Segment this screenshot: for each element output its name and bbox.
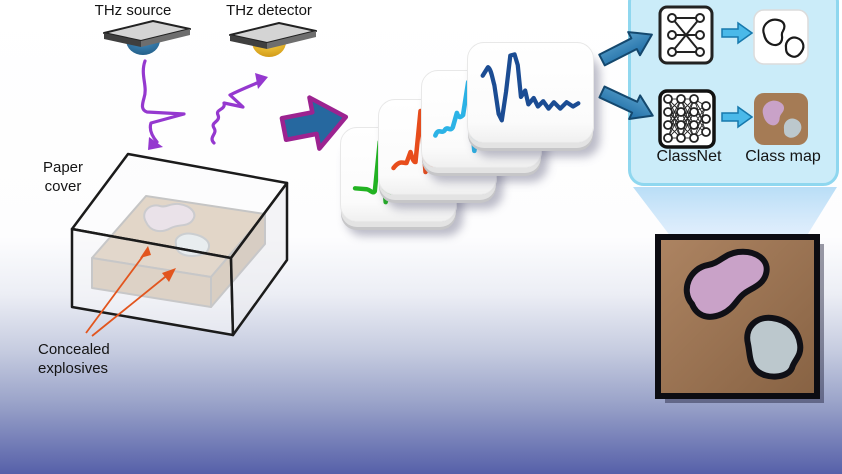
thz-detector-label: THz detector <box>226 2 312 19</box>
class-map-detail <box>655 234 824 403</box>
segnet-network-icon <box>658 5 714 65</box>
emitted-pulse-icon <box>140 59 186 150</box>
blue-waveform-icon <box>480 52 581 123</box>
class-map-icon <box>754 93 808 145</box>
explosive-blob-gray <box>744 314 804 380</box>
thz-source-label: THz source <box>94 2 172 19</box>
concealed-pointer-arrows-icon <box>85 246 176 337</box>
classnet-network-icon <box>658 89 716 149</box>
paper-cover-label: Paper cover <box>42 159 84 195</box>
reflected-pulse-icon <box>210 73 268 145</box>
processing-panel: ClassNet Class map <box>628 0 839 186</box>
seg-map-icon <box>753 9 809 65</box>
thz-detector-icon <box>229 22 317 57</box>
class-map-label: Class map <box>745 148 821 165</box>
panel-arrow-icon <box>721 105 753 129</box>
panel-arrow-icon <box>721 21 753 45</box>
classnet-label: ClassNet <box>656 148 722 165</box>
zoom-funnel <box>633 187 837 237</box>
explosive-slab <box>91 195 266 308</box>
thz-source-icon <box>103 20 191 55</box>
concealed-explosives-label: Concealed explosives <box>38 341 110 377</box>
explosive-blob-pink <box>683 248 770 320</box>
signal-card-blue <box>467 42 594 143</box>
paper-cover-box <box>70 152 289 337</box>
